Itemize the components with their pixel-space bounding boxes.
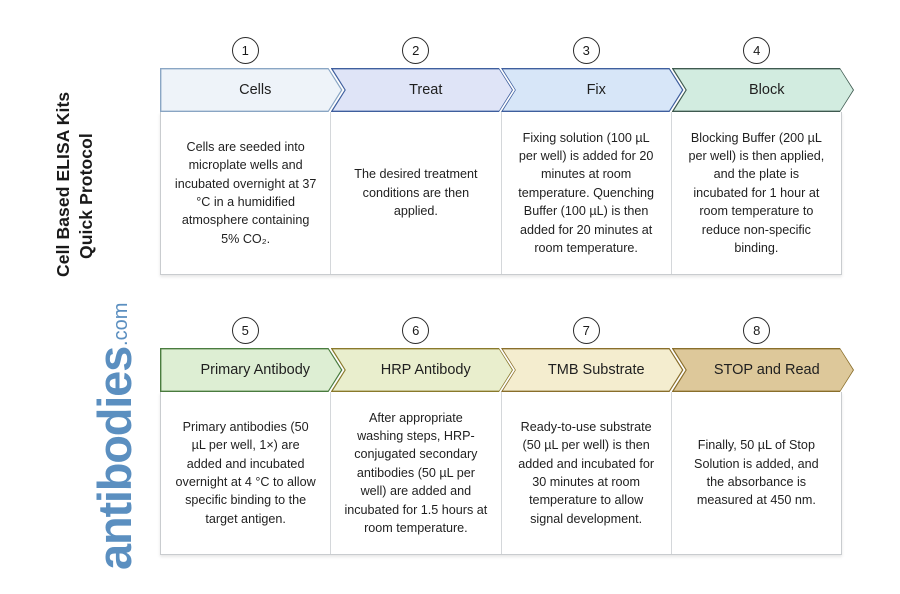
step-chevron-label: Block: [749, 82, 785, 98]
step-chevron-1[interactable]: Cells: [160, 68, 343, 112]
step-number-cell: 4: [672, 32, 843, 68]
step-number-badge: 6: [402, 316, 430, 344]
step-number-badge: 5: [231, 316, 259, 344]
step-number-cell: 7: [501, 312, 672, 348]
step-description-cell: After appropriate washing steps, HRP-con…: [331, 392, 502, 554]
logo-brand-text: antibodies: [88, 346, 142, 570]
step-chevron-2[interactable]: Treat: [331, 68, 514, 112]
protocol-row-2: 5 6 7 8 Primary Antibody HRP Antibody TM…: [160, 312, 842, 555]
step-chevron-3[interactable]: Fix: [501, 68, 684, 112]
step-chevron-4[interactable]: Block: [672, 68, 855, 112]
step-number-cell: 5: [160, 312, 331, 348]
logo-tld-text: .com: [110, 302, 132, 346]
protocol-row-1: 1 2 3 4 Cells Treat Fix Block Cells are …: [160, 32, 842, 275]
step-description-cell: Primary antibodies (50 µL per well, 1×) …: [161, 392, 332, 554]
step-description-cell: Finally, 50 µL of Stop Solution is added…: [672, 392, 841, 554]
step-number-cell: 3: [501, 32, 672, 68]
step-number-badge: 8: [743, 316, 771, 344]
step-chevron-6[interactable]: HRP Antibody: [331, 348, 514, 392]
step-description-row-2: Primary antibodies (50 µL per well, 1×) …: [160, 392, 842, 555]
step-description-text: Primary antibodies (50 µL per well, 1×) …: [175, 419, 316, 526]
step-number-badge: 7: [572, 316, 600, 344]
step-number-strip-1: 1 2 3 4: [160, 32, 842, 68]
step-chevron-5[interactable]: Primary Antibody: [160, 348, 343, 392]
step-number-cell: 2: [331, 32, 502, 68]
step-number-badge: 4: [743, 36, 771, 64]
step-number-badge: 3: [572, 36, 600, 64]
step-description-cell: The desired treatment conditions are the…: [331, 112, 502, 274]
step-chevron-label: Cells: [239, 82, 272, 98]
left-rail: Cell Based ELISA Kits Quick Protocol ant…: [0, 0, 150, 594]
page-title: Cell Based ELISA Kits Quick Protocol: [52, 22, 114, 277]
step-description-text: Fixing solution (100 µL per well) is add…: [518, 130, 655, 255]
step-header-chevrons-2: Primary Antibody HRP Antibody TMB Substr…: [160, 348, 842, 392]
step-number-cell: 1: [160, 32, 331, 68]
step-description-text: After appropriate washing steps, HRP-con…: [344, 410, 488, 535]
page-title-line2: Quick Protocol: [76, 133, 97, 259]
step-header-chevrons-1: Cells Treat Fix Block: [160, 68, 842, 112]
step-description-text: Cells are seeded into microplate wells a…: [174, 139, 317, 246]
step-chevron-label: HRP Antibody: [380, 362, 471, 378]
step-number-badge: 1: [231, 36, 259, 64]
step-chevron-8[interactable]: STOP and Read: [672, 348, 855, 392]
step-number-cell: 8: [672, 312, 843, 348]
step-chevron-label: Treat: [409, 82, 443, 98]
step-description-row-1: Cells are seeded into microplate wells a…: [160, 112, 842, 275]
step-description-text: Ready-to-use substrate (50 µL per well) …: [518, 419, 655, 526]
step-description-text: Finally, 50 µL of Stop Solution is added…: [694, 438, 819, 508]
step-number-strip-2: 5 6 7 8: [160, 312, 842, 348]
step-description-text: The desired treatment conditions are the…: [354, 167, 478, 219]
antibodies-logo: antibodies .com: [18, 280, 142, 570]
step-description-cell: Ready-to-use substrate (50 µL per well) …: [502, 392, 672, 554]
step-number-badge: 2: [402, 36, 430, 64]
step-description-cell: Fixing solution (100 µL per well) is add…: [502, 112, 672, 274]
page-title-line1: Cell Based ELISA Kits: [53, 91, 73, 277]
step-description-cell: Cells are seeded into microplate wells a…: [161, 112, 332, 274]
step-chevron-label: STOP and Read: [713, 362, 820, 378]
step-chevron-label: Fix: [586, 82, 606, 98]
step-number-cell: 6: [331, 312, 502, 348]
step-description-text: Blocking Buffer (200 µL per well) is the…: [688, 130, 825, 255]
step-chevron-label: Primary Antibody: [200, 362, 311, 378]
step-description-cell: Blocking Buffer (200 µL per well) is the…: [672, 112, 841, 274]
step-chevron-7[interactable]: TMB Substrate: [501, 348, 684, 392]
step-chevron-label: TMB Substrate: [547, 362, 645, 378]
